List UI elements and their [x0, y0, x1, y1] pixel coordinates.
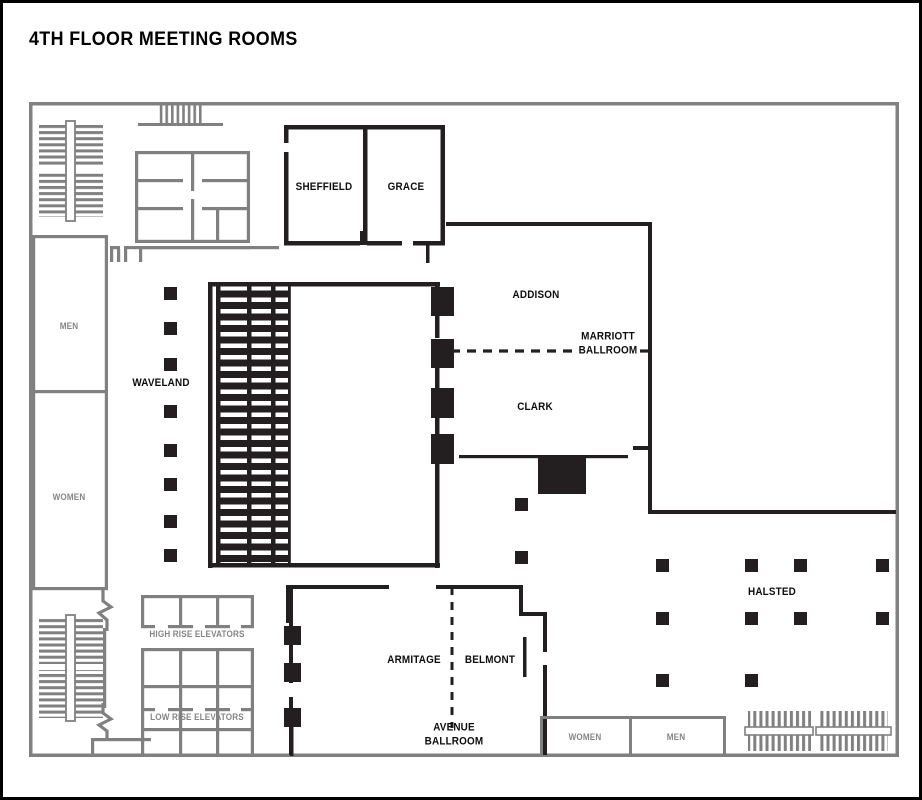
- room-label-men-bottom: MEN: [666, 732, 686, 742]
- label-low-rise-elevators: LOW RISE ELEVATORS: [150, 712, 244, 722]
- elevator-banks: [141, 595, 254, 756]
- marriott-line1: MARRIOTT: [581, 330, 635, 343]
- escalator-bottom-right: [744, 711, 892, 751]
- airwall-hatch: [216, 284, 291, 563]
- avenue-ballroom-walls: [286, 585, 547, 755]
- building-shell: [29, 102, 899, 757]
- sheffield-grace-rooms: [284, 125, 445, 263]
- room-label-grace: GRACE: [387, 181, 425, 194]
- corridor-wall-upper: [110, 246, 279, 262]
- marriott-ballroom-walls: [446, 222, 896, 514]
- corridor-door-blocks: [284, 626, 301, 756]
- restrooms-left: [32, 235, 108, 591]
- escalator-lower-left: [39, 590, 151, 756]
- page-title: 4TH FLOOR MEETING ROOMS: [29, 29, 298, 50]
- back-of-house-rooms: [135, 151, 250, 250]
- service-core-block: [459, 455, 628, 494]
- room-label-armitage: ARMITAGE: [387, 654, 441, 667]
- avenue-line2: BALLROOM: [424, 735, 484, 747]
- marriott-line2: BALLROOM: [578, 344, 638, 356]
- room-label-men-upper-left: MEN: [59, 321, 79, 331]
- room-label-avenue-ballroom: AVENUE BALLROOM: [425, 721, 484, 749]
- waveland-columns: [164, 287, 177, 562]
- waveland-door-blocks: [431, 287, 454, 464]
- room-label-sheffield: SHEFFIELD: [295, 181, 353, 194]
- floorplan-drawing: [29, 102, 899, 757]
- label-high-rise-elevators: HIGH RISE ELEVATORS: [149, 629, 245, 639]
- stair-top-center: [138, 103, 223, 126]
- misc-wall-stubs: [523, 637, 527, 677]
- room-label-clark: CLARK: [517, 401, 553, 414]
- room-label-addison: ADDISON: [512, 289, 560, 302]
- avenue-line1: AVENUE: [433, 721, 475, 734]
- room-label-waveland: WAVELAND: [132, 377, 190, 390]
- room-label-women-bottom: WOMEN: [568, 732, 602, 742]
- room-label-marriott-ballroom: MARRIOTT BALLROOM: [579, 330, 638, 358]
- clark-columns: [515, 498, 528, 564]
- room-label-belmont: BELMONT: [464, 654, 516, 667]
- room-label-women-lower-left: WOMEN: [52, 492, 86, 502]
- escalator-upper-left: [39, 120, 103, 222]
- room-label-halsted: HALSTED: [747, 586, 797, 599]
- restrooms-bottom: [540, 716, 726, 756]
- halsted-columns: [656, 559, 889, 687]
